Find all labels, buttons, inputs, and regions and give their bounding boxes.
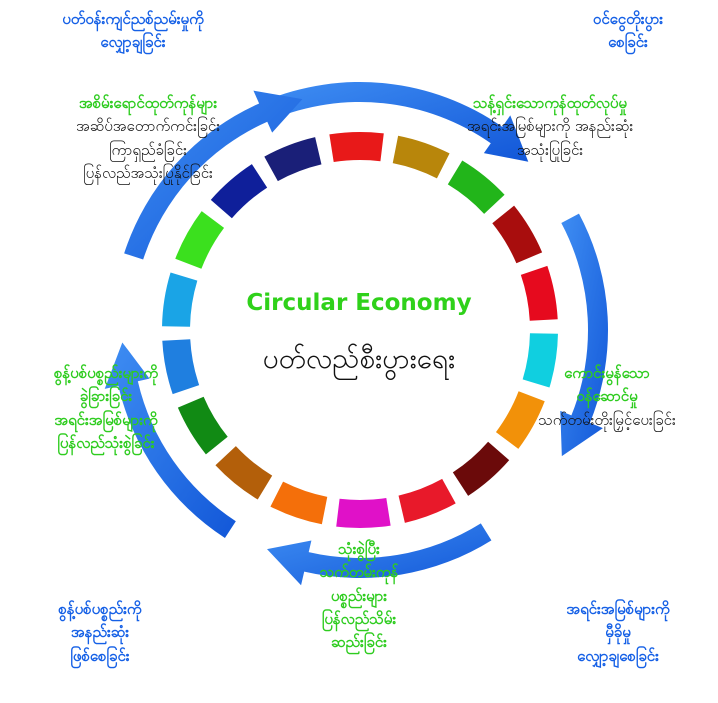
stage-clean-production: သန့်ရှင်းသောကုန်ထုတ်လုပ်မှု အရင်းအမြစ်မျ… bbox=[420, 92, 680, 162]
stage-line: စွန့်ပစ်ပစ္စည်းများကို bbox=[53, 364, 159, 382]
stage-reuse: သုံးစွဲပြီး သက်တမ်းကုန် ပစ္စည်းများ ပြန်… bbox=[284, 538, 434, 654]
ring-segment bbox=[452, 441, 510, 496]
corner-bottom-right: အရင်းအမြစ်များကို မှီခိုမှု လျှော့ချစေခြ… bbox=[528, 598, 708, 668]
stage-line: အသုံးပြုခြင်း bbox=[516, 140, 584, 159]
stage-heading: အစိမ်းရောင်ထုတ်ကုန်များ bbox=[78, 94, 218, 112]
center-title: Circular Economy bbox=[246, 290, 472, 316]
corner-bottom-left-line: အနည်းဆုံး bbox=[70, 623, 130, 642]
ring-segment bbox=[270, 481, 328, 525]
stage-line: သက်တမ်းကုန် bbox=[319, 563, 399, 582]
corner-bottom-left-line: ဖြစ်စေခြင်း bbox=[70, 646, 130, 665]
corner-top-right-line: ဝင်ငွေတိုးပွား bbox=[592, 10, 664, 28]
ring-segment bbox=[495, 391, 545, 449]
stage-line: ပစ္စည်းများ bbox=[330, 586, 388, 605]
stage-heading: သန့်ရှင်းသောကုန်ထုတ်လုပ်မှု bbox=[473, 94, 627, 112]
stage-line: အဆိပ်အတောက်ကင်းခြင်း bbox=[75, 117, 221, 136]
cycle-arrow bbox=[263, 82, 529, 162]
corner-bottom-right-line: အရင်းအမြစ်များကို bbox=[566, 600, 670, 618]
corner-top-left: ပတ်ဝန်းကျင်ညစ်ညမ်းမှုကို လျှော့ချခြင်း bbox=[8, 8, 258, 55]
ring-segment bbox=[492, 205, 543, 264]
stage-line: ဆည်းခြင်း bbox=[331, 633, 387, 651]
corner-top-right: ဝင်ငွေတိုးပွား စေခြင်း bbox=[548, 8, 708, 55]
cycle-arrows bbox=[104, 82, 608, 586]
stage-recycle: စွန့်ပစ်ပစ္စည်းများကို ခွဲခြားခြင်း အရင်… bbox=[8, 362, 204, 455]
ring-segment bbox=[162, 272, 198, 327]
ring-segment bbox=[520, 265, 558, 321]
ring-segment bbox=[177, 396, 228, 455]
corner-top-right-line: စေခြင်း bbox=[608, 33, 648, 52]
stage-line: အရင်းအမြစ်များကို bbox=[54, 410, 158, 429]
ring-segment bbox=[210, 164, 268, 219]
ring-segment bbox=[162, 339, 200, 395]
stage-heading: ကောင်းမွန်သော bbox=[564, 364, 650, 382]
stage-line: သုံးစွဲပြီး bbox=[338, 540, 380, 558]
corner-top-left-line: လျှော့ချခြင်း bbox=[100, 33, 166, 52]
ring-segment bbox=[398, 478, 456, 523]
stage-line: အရင်းအမြစ်များကို အနည်းဆုံး bbox=[466, 117, 634, 136]
corner-bottom-right-line: မှီခိုမှု bbox=[605, 623, 631, 642]
cycle-arrow bbox=[560, 213, 608, 457]
ring-segment bbox=[336, 497, 391, 529]
stage-good-service: ကောင်းမွန်သော ဝန်ဆောင်မှု သက်တမ်းတိုးမြှ… bbox=[500, 362, 714, 432]
cycle-arrow bbox=[267, 523, 492, 586]
stage-line: ကြာရှည်ခံခြင်း bbox=[108, 140, 187, 159]
stage-line: ပြန်လည်သုံးစွဲခြင်း bbox=[57, 433, 155, 452]
stage-line: ခွဲခြားခြင်း bbox=[79, 387, 133, 406]
ring-segment bbox=[447, 160, 505, 214]
center-subtitle: ပတ်လည်စီးပွားရေး bbox=[262, 342, 456, 375]
stage-green-products: အစိမ်းရောင်ထုတ်ကုန်များ အဆိပ်အတောက်ကင်းခ… bbox=[28, 92, 268, 185]
corner-bottom-left-line: စွန့်ပစ်ပစ္စည်းကို bbox=[58, 600, 142, 618]
stage-line: ပြန်လည်သိမ်း bbox=[321, 609, 397, 628]
ring-segment bbox=[175, 211, 225, 269]
ring-segment bbox=[264, 137, 322, 182]
ring-segment bbox=[329, 132, 384, 163]
cycle-arrow bbox=[104, 342, 236, 538]
corner-bottom-left: စွန့်ပစ်ပစ္စည်းကို အနည်းဆုံး ဖြစ်စေခြင်း bbox=[10, 598, 190, 668]
ring-segment bbox=[522, 333, 558, 388]
ring-segment bbox=[215, 446, 273, 500]
cycle-arrow bbox=[124, 90, 303, 260]
corner-top-left-line: ပတ်ဝန်းကျင်ညစ်ညမ်းမှုကို bbox=[62, 10, 204, 28]
corner-bottom-right-line: လျှော့ချစေခြင်း bbox=[577, 646, 659, 665]
stage-line: သက်တမ်းတိုးမြှင့်ပေးခြင်း bbox=[538, 410, 676, 429]
stage-heading: ဝန်ဆောင်မှု bbox=[576, 387, 638, 406]
stage-line: ပြန်လည်အသုံးပြုနိုင်ခြင်း bbox=[83, 163, 213, 182]
ring-segment bbox=[392, 135, 450, 179]
ring-segments bbox=[162, 132, 558, 529]
